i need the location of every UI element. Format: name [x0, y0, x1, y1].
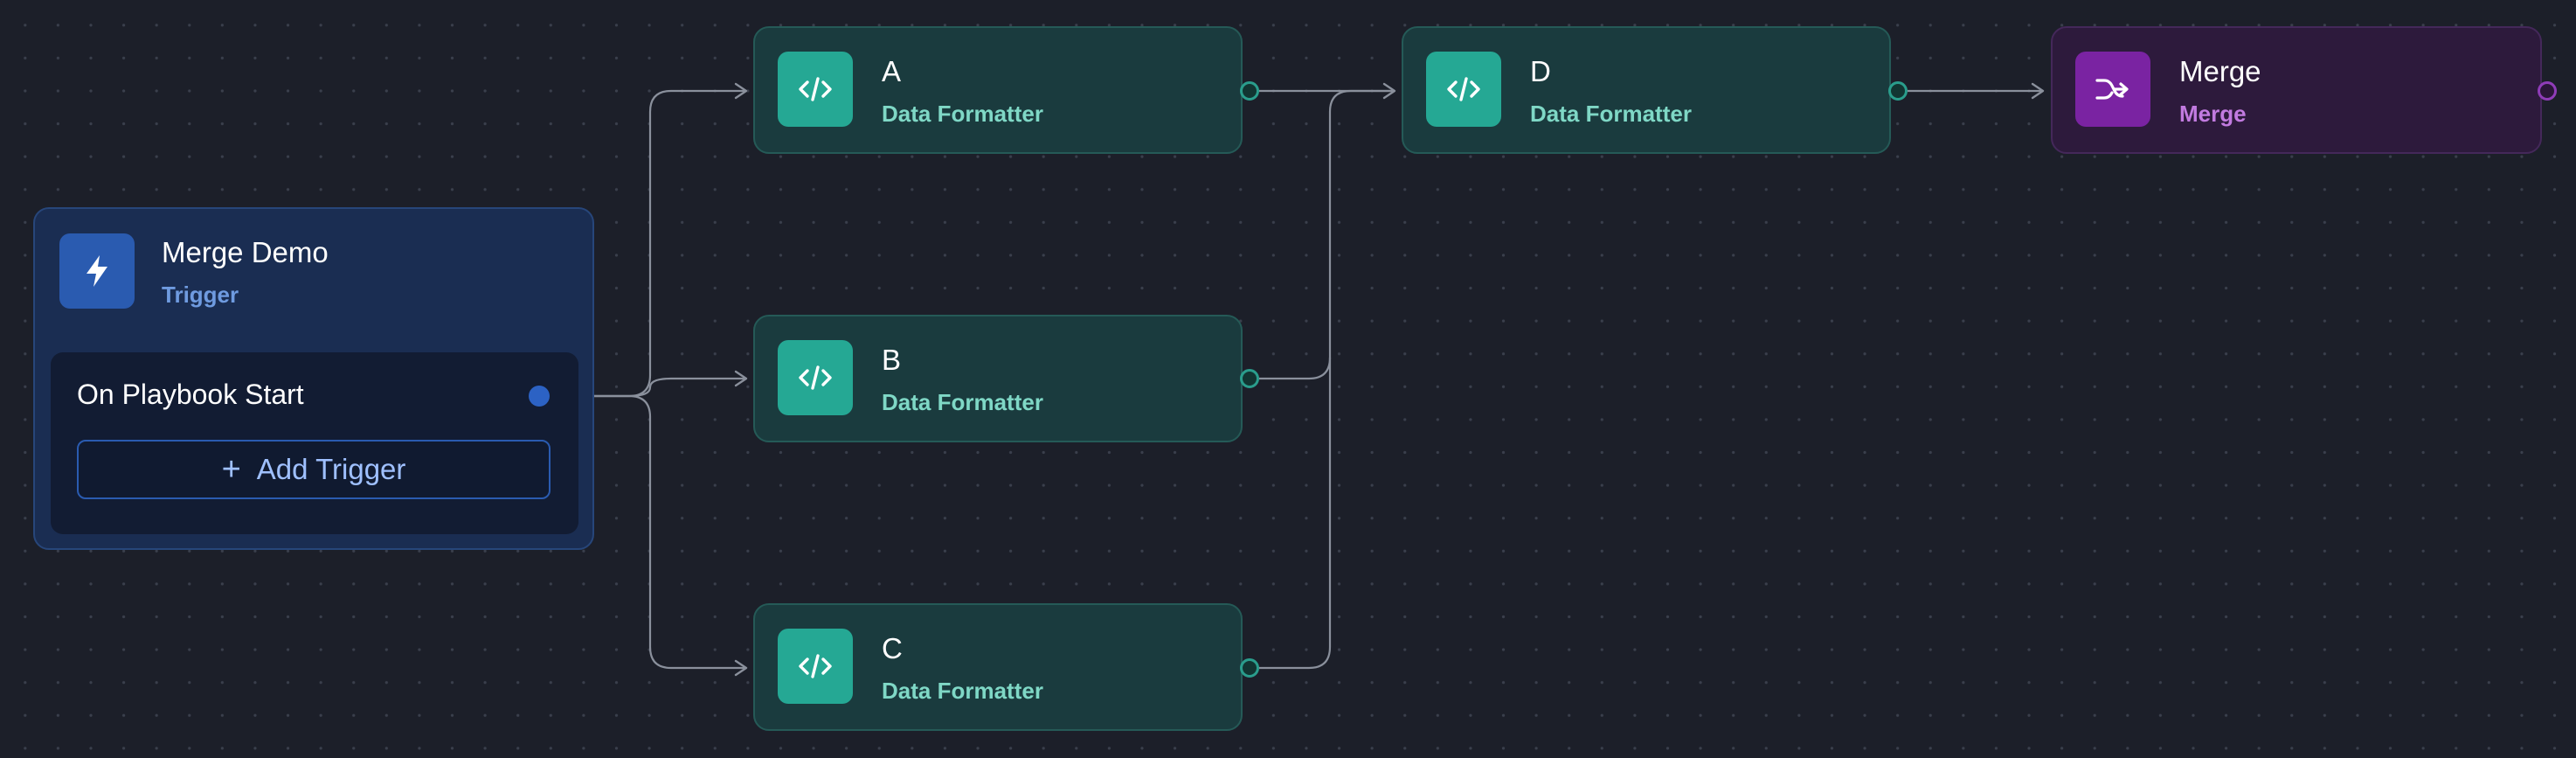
code-icon [778, 340, 853, 415]
trigger-output-handle[interactable] [529, 386, 550, 407]
merge-output-handle[interactable] [2538, 81, 2557, 101]
arrow-head [734, 659, 748, 677]
add-trigger-label: Add Trigger [256, 453, 406, 485]
node-a-subtitle: Data Formatter [882, 101, 1043, 127]
node-b-output-handle[interactable] [1240, 369, 1259, 388]
node-d-title: D [1530, 55, 1551, 87]
node-c-output-handle[interactable] [1240, 658, 1259, 678]
trigger-subtitle: Trigger [162, 282, 239, 308]
edge-b-to-d [1259, 89, 1393, 380]
node-d[interactable]: D Data Formatter [1402, 26, 1891, 154]
trigger-event-panel: On Playbook Start + Add Trigger [51, 352, 578, 534]
node-d-output-handle[interactable] [1888, 81, 1908, 101]
node-a-output-handle[interactable] [1240, 81, 1259, 101]
node-c-subtitle: Data Formatter [882, 678, 1043, 704]
arrow-head [734, 82, 748, 100]
arrow-head [734, 370, 748, 387]
edge-c-to-d [1259, 358, 1332, 670]
code-icon [1426, 52, 1501, 127]
node-d-subtitle: Data Formatter [1530, 101, 1692, 127]
merge-title: Merge [2179, 55, 2261, 87]
arrow-head [1382, 82, 1396, 100]
trigger-node[interactable]: Merge Demo Trigger On Playbook Start + A… [33, 207, 594, 550]
code-icon [778, 629, 853, 704]
node-b-subtitle: Data Formatter [882, 389, 1043, 415]
node-a-title: A [882, 55, 902, 87]
trigger-event-label: On Playbook Start [77, 379, 304, 410]
trigger-title: Merge Demo [162, 236, 329, 268]
merge-subtitle: Merge [2179, 101, 2247, 127]
node-c[interactable]: C Data Formatter [753, 603, 1243, 731]
plus-icon: + [221, 451, 241, 488]
node-a[interactable]: A Data Formatter [753, 26, 1243, 154]
merge-node[interactable]: Merge Merge [2051, 26, 2542, 154]
add-trigger-button[interactable]: + Add Trigger [77, 440, 551, 499]
node-b-title: B [882, 344, 902, 376]
node-c-title: C [882, 632, 903, 664]
lightning-icon [59, 233, 135, 309]
node-b[interactable]: B Data Formatter [753, 315, 1243, 442]
code-icon [778, 52, 853, 127]
merge-icon [2075, 52, 2150, 127]
arrow-head [2031, 82, 2045, 100]
